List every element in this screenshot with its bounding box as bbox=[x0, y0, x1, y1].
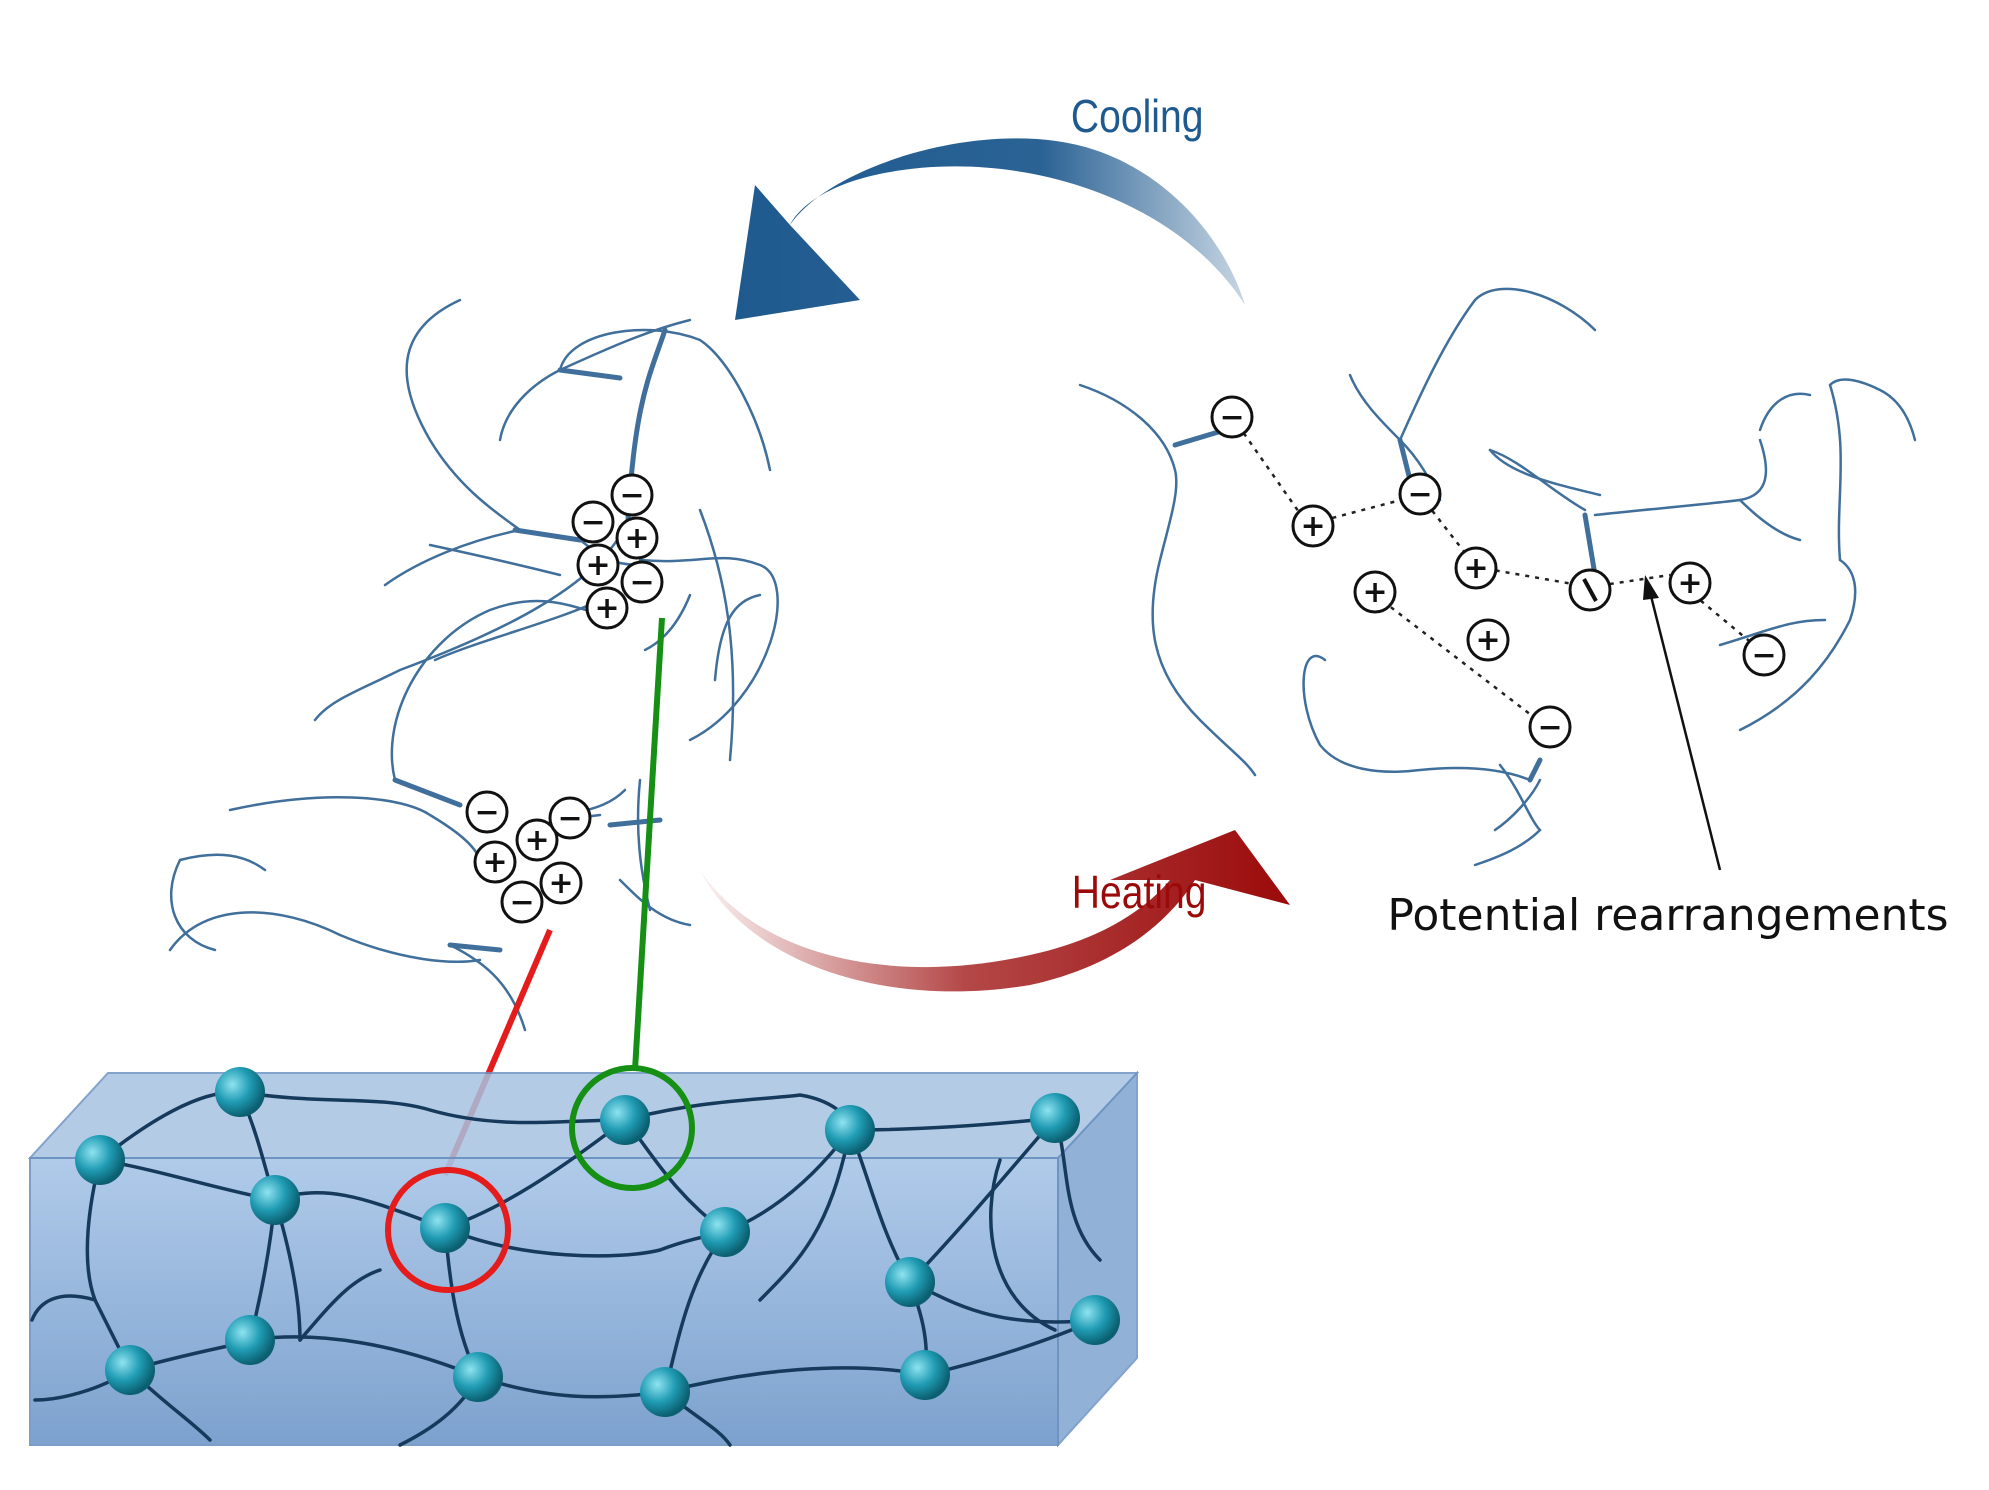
rearrangement-note: Potential rearrangements bbox=[1387, 890, 1948, 941]
ion-cation: + bbox=[576, 543, 620, 587]
svg-text:−: − bbox=[629, 565, 654, 600]
crosslink-bead bbox=[640, 1367, 690, 1417]
svg-text:+: + bbox=[548, 866, 573, 901]
rearrangement-pointer bbox=[1643, 575, 1722, 871]
ion-anion: − bbox=[1398, 472, 1442, 516]
crosslink-bead bbox=[225, 1315, 275, 1365]
svg-text:−: − bbox=[557, 801, 582, 836]
ion-cation: + bbox=[515, 818, 559, 862]
svg-text:+: + bbox=[524, 823, 549, 858]
ion-anion: − bbox=[548, 796, 592, 840]
green-connector bbox=[632, 617, 665, 1071]
crosslink-bead bbox=[215, 1067, 265, 1117]
crosslink-bead bbox=[700, 1207, 750, 1257]
dissociated-ions: − + − + + + + − − bbox=[1210, 395, 1786, 749]
red-highlight-circle bbox=[385, 1167, 511, 1293]
svg-text:−: − bbox=[619, 478, 644, 513]
ion-cation: + bbox=[1353, 570, 1397, 614]
ion-anion: − bbox=[610, 473, 654, 517]
crosslink-bead bbox=[600, 1095, 650, 1145]
ion-cation: + bbox=[1291, 504, 1335, 548]
svg-text:+: + bbox=[482, 845, 507, 880]
ion-anion: − bbox=[465, 790, 509, 834]
svg-text:−: − bbox=[1219, 400, 1244, 435]
svg-text:−: − bbox=[1751, 638, 1776, 673]
svg-text:+: + bbox=[1475, 623, 1500, 658]
aggregated-chains bbox=[168, 298, 779, 1032]
svg-text:+: + bbox=[1362, 575, 1387, 610]
svg-text:+: + bbox=[1300, 509, 1325, 544]
crosslink-bead bbox=[1030, 1093, 1080, 1143]
ion-cation: + bbox=[1668, 561, 1712, 605]
ion-anion: − bbox=[500, 880, 544, 924]
cooling-label: Cooling bbox=[1071, 91, 1204, 143]
ion-anion: − bbox=[571, 500, 615, 544]
svg-text:−: − bbox=[1537, 710, 1562, 745]
polymer-network-block bbox=[27, 1065, 1140, 1448]
cooling-arrow bbox=[735, 138, 1245, 320]
svg-text:−: − bbox=[580, 505, 605, 540]
crosslink-bead bbox=[1070, 1295, 1120, 1345]
heating-label: Heating bbox=[1072, 867, 1207, 919]
ion-cation: + bbox=[473, 840, 517, 884]
ion-anion: − bbox=[1210, 395, 1254, 439]
svg-text:+: + bbox=[585, 548, 610, 583]
svg-text:+: + bbox=[624, 521, 649, 556]
ion-anion: − bbox=[1742, 633, 1786, 677]
crosslink-bead bbox=[420, 1203, 470, 1253]
crosslink-bead bbox=[75, 1135, 125, 1185]
crosslink-bead bbox=[250, 1175, 300, 1225]
ion-anion: − bbox=[1528, 705, 1572, 749]
ion-cation: + bbox=[615, 516, 659, 560]
dissociated-chains bbox=[1078, 287, 1917, 867]
ion-cation: + bbox=[539, 861, 583, 905]
svg-text:+: + bbox=[1463, 551, 1488, 586]
crosslink-bead bbox=[885, 1257, 935, 1307]
ionic-aggregate-lower: − + − + + − bbox=[465, 790, 592, 924]
ion-cation: + bbox=[1466, 618, 1510, 662]
crosslink-bead bbox=[900, 1350, 950, 1400]
ion-anion: − bbox=[620, 560, 664, 604]
svg-text:−: − bbox=[474, 795, 499, 830]
ion-anion-rotating bbox=[1568, 568, 1612, 612]
ionic-aggregate-upper: − − + + − + bbox=[571, 473, 664, 630]
heating-arrow bbox=[700, 830, 1290, 992]
svg-text:−: − bbox=[509, 885, 534, 920]
crosslink-beads bbox=[75, 1067, 1120, 1417]
svg-text:+: + bbox=[1677, 566, 1702, 601]
ion-cation: + bbox=[1454, 546, 1498, 590]
crosslink-bead bbox=[825, 1105, 875, 1155]
crosslink-bead bbox=[105, 1345, 155, 1395]
crosslink-bead bbox=[453, 1352, 503, 1402]
ion-cation: + bbox=[585, 586, 629, 630]
green-highlight-circle bbox=[569, 1065, 695, 1191]
svg-text:+: + bbox=[594, 591, 619, 626]
svg-text:−: − bbox=[1407, 477, 1432, 512]
